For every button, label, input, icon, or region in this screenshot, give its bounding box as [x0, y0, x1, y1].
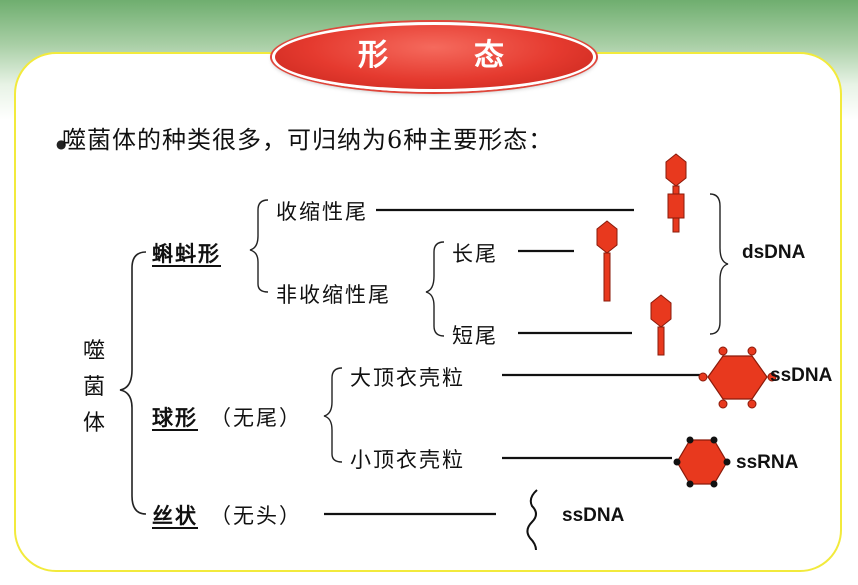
- filamentous-ssdna-label: ssDNA: [562, 505, 624, 527]
- tadpole-label: 蝌蚪形: [152, 238, 221, 268]
- spherical-note: （无尾）: [210, 402, 302, 432]
- icosahedral-phage-icon: [699, 347, 776, 408]
- tailed-phage-icon: [651, 295, 671, 355]
- large-capsomere-label: 大顶衣壳粒: [350, 362, 465, 392]
- icosahedral-phage-icon: [674, 437, 731, 488]
- filamentous-note: （无头）: [210, 500, 302, 530]
- ssrna-label: ssRNA: [736, 452, 798, 474]
- root-char: 菌: [80, 370, 108, 406]
- tadpole-brace: [250, 200, 268, 292]
- long-tail-label: 长尾: [452, 238, 498, 268]
- spherical-brace: [324, 368, 342, 462]
- dsdna-brace: [710, 194, 728, 334]
- root-label: 噬 菌 体: [80, 334, 108, 442]
- noncontractile-brace: [426, 242, 444, 336]
- contractile-tail-label: 收缩性尾: [276, 196, 368, 226]
- ssdna-label: ssDNA: [770, 365, 832, 387]
- spherical-label: 球形: [152, 402, 198, 432]
- dsdna-label: dsDNA: [742, 242, 805, 264]
- filamentous-phage-icon: [527, 490, 537, 550]
- root-char: 噬: [80, 334, 108, 370]
- root-char: 体: [80, 406, 108, 442]
- small-capsomere-label: 小顶衣壳粒: [350, 444, 465, 474]
- tailed-phage-icon: [597, 221, 617, 301]
- tailed-phage-icon: [666, 154, 686, 232]
- root-brace: [120, 252, 146, 514]
- noncontractile-tail-label: 非收缩性尾: [276, 279, 391, 309]
- short-tail-label: 短尾: [452, 320, 498, 350]
- filamentous-label: 丝状: [152, 500, 198, 530]
